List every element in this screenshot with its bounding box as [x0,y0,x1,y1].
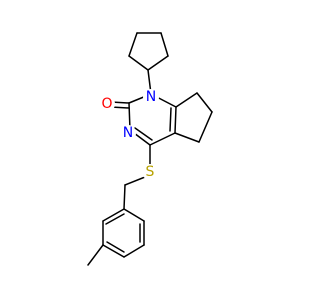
atom-o: O [99,96,115,112]
methyl-bond [87,244,104,266]
cyclopentane-fused-ring [174,92,213,143]
atom-s: S [142,164,158,180]
molecule-structure: N O N S [87,32,213,266]
sulfur-label: S [146,164,155,180]
benzene-ring [102,208,145,258]
atom-n1: N [143,89,159,105]
atom-n3: N [120,125,136,141]
oxygen-label: O [101,96,112,112]
nitrogen-label: N [146,89,156,105]
cyclopentyl-ring [128,32,169,71]
nitrogen-label: N [123,125,133,141]
